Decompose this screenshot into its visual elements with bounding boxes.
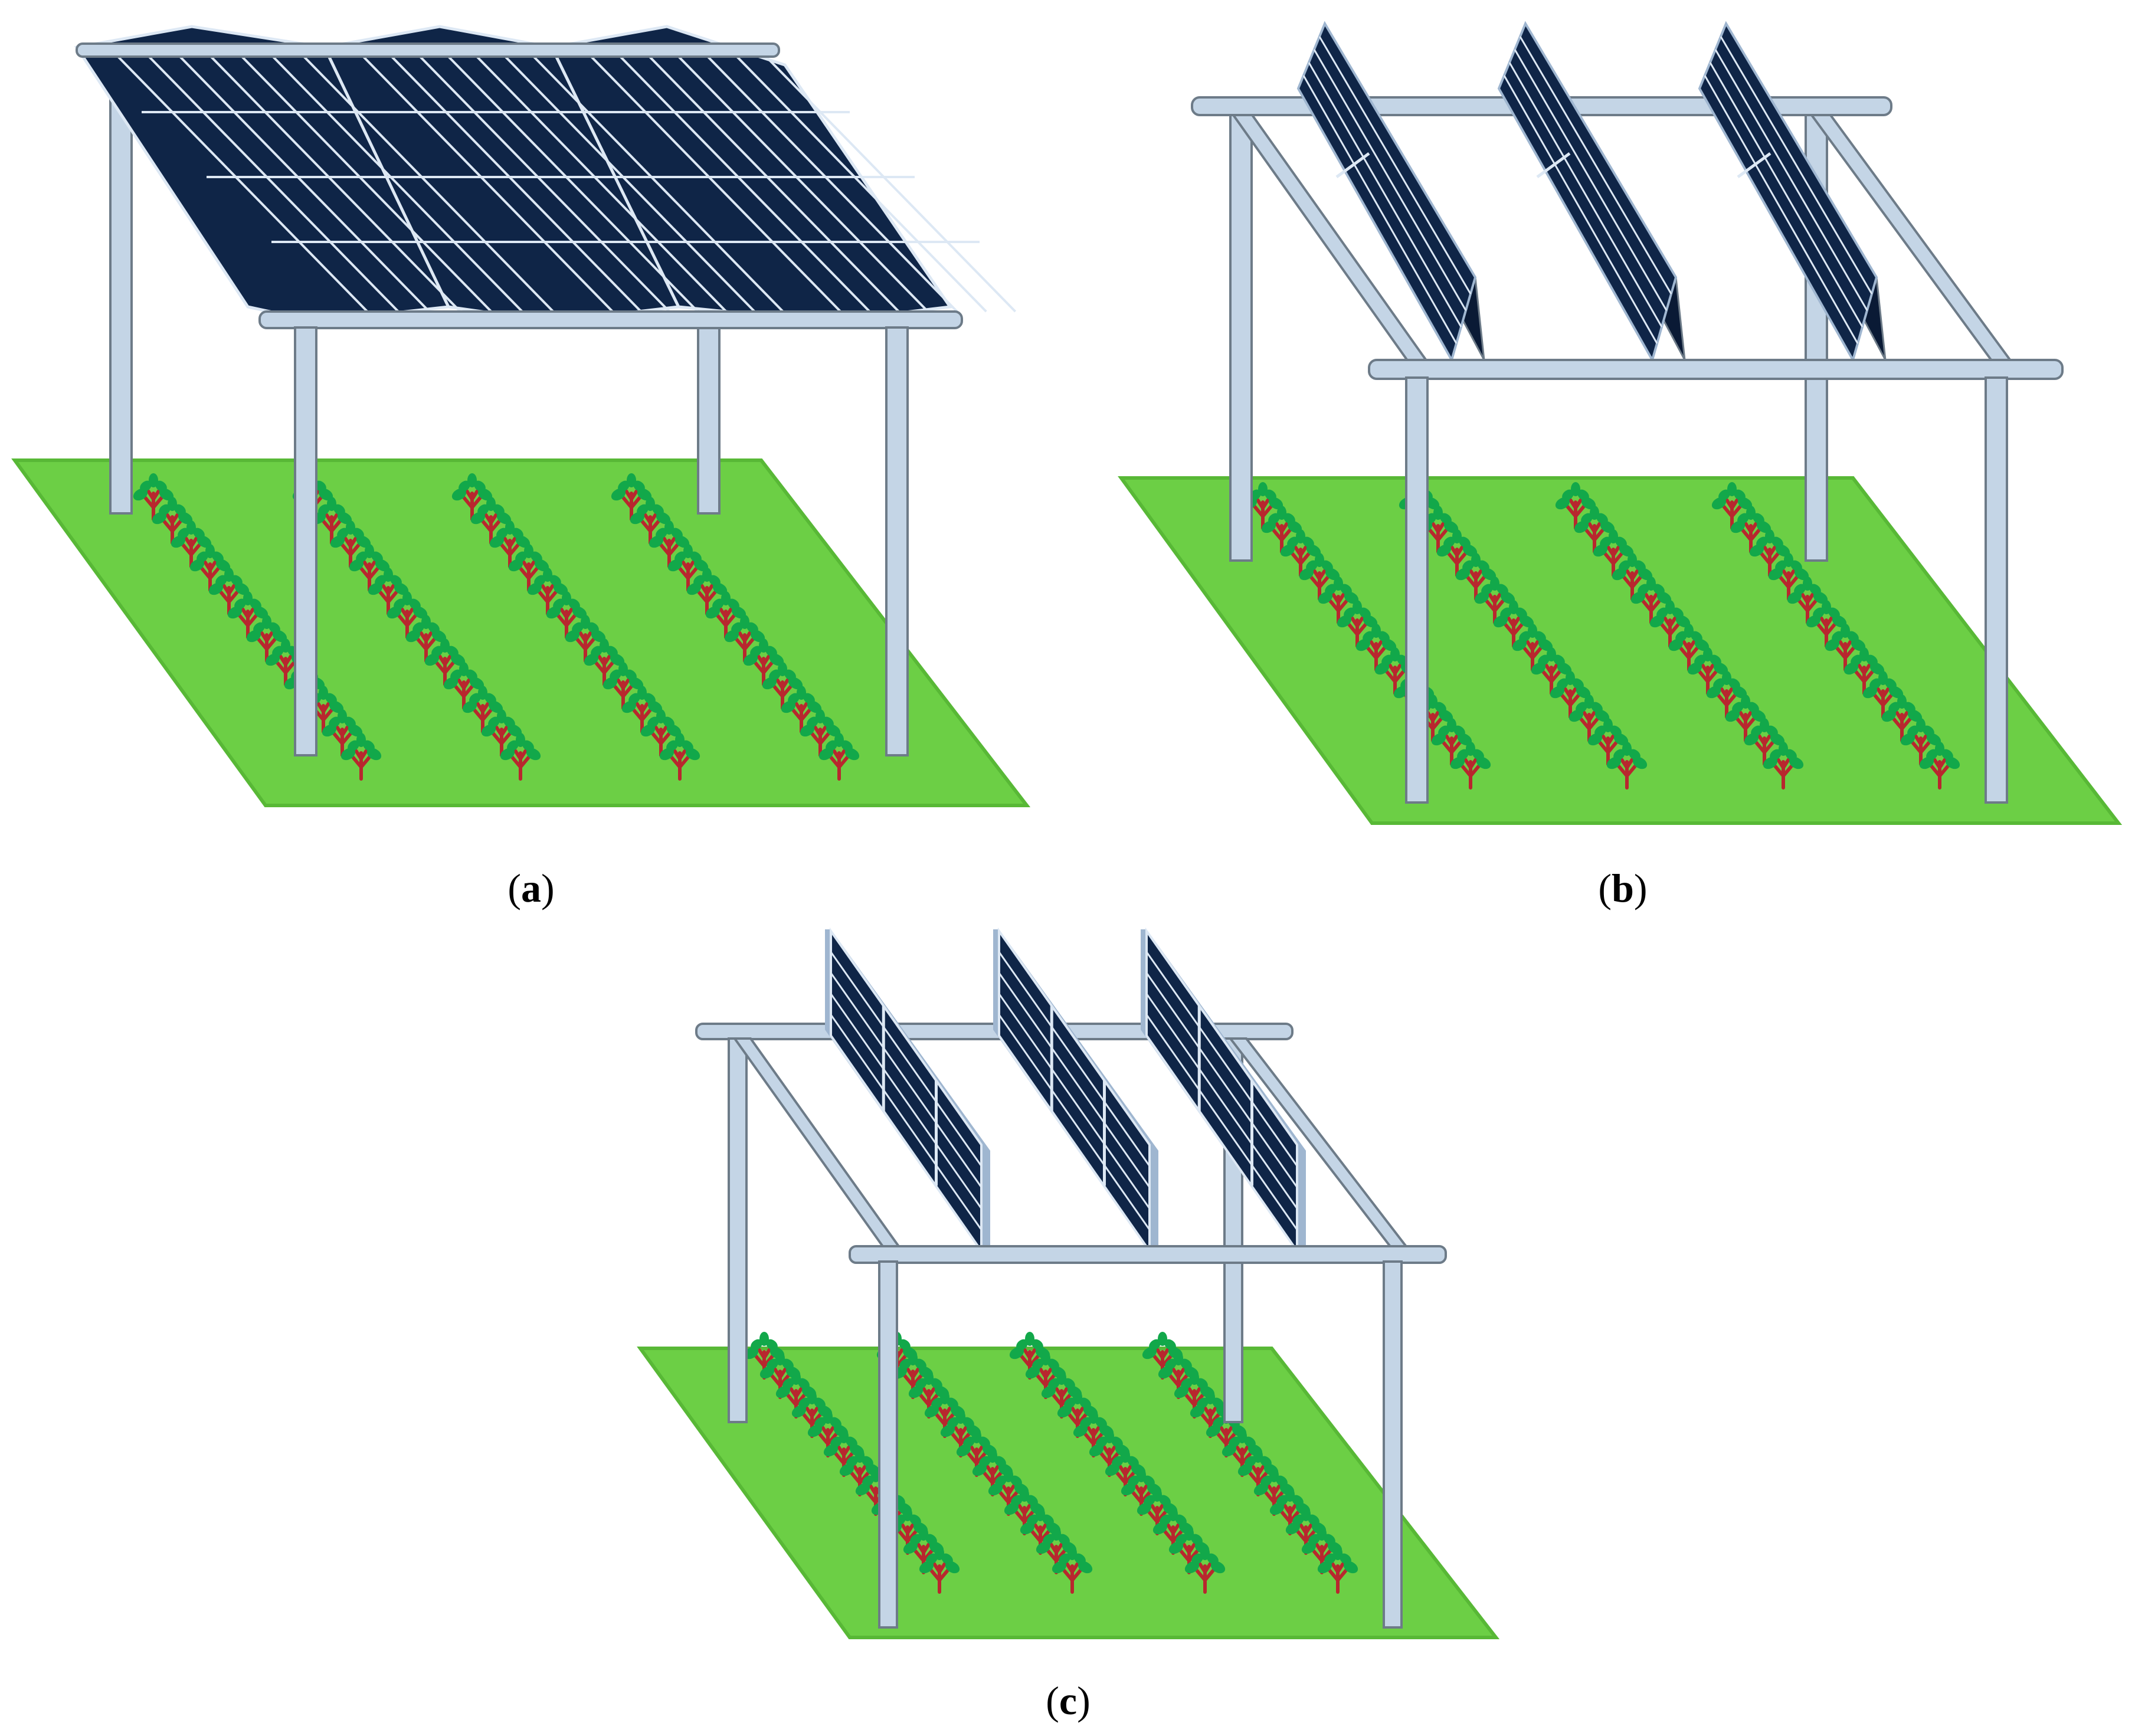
front-frame bbox=[258, 310, 963, 756]
front-frame bbox=[849, 1245, 1447, 1629]
caption-c: (c) bbox=[1046, 1678, 1091, 1723]
solar-module-icon bbox=[993, 927, 1158, 1257]
solar-rows bbox=[1296, 21, 1887, 363]
module-grid bbox=[107, 45, 1017, 313]
panel-a-zigzag-roof: (a) bbox=[11, 25, 1031, 910]
solar-roof bbox=[74, 25, 1017, 323]
panel-c-vertical-rows: (c) bbox=[637, 927, 1500, 1723]
caption-a: (a) bbox=[507, 866, 554, 910]
ground-plane bbox=[1118, 476, 2123, 825]
solar-module-icon bbox=[1141, 927, 1306, 1257]
solar-module-icon bbox=[1497, 21, 1686, 363]
solar-module-icon bbox=[1698, 21, 1887, 363]
caption-b: (b) bbox=[1598, 866, 1647, 910]
solar-rows bbox=[825, 927, 1306, 1257]
solar-module-icon bbox=[825, 927, 990, 1257]
ground-plane bbox=[11, 458, 1031, 807]
panel-b-tilted-rows: (b) bbox=[1118, 21, 2123, 910]
front-frame bbox=[1368, 359, 2064, 804]
ground-plane bbox=[637, 1347, 1500, 1639]
